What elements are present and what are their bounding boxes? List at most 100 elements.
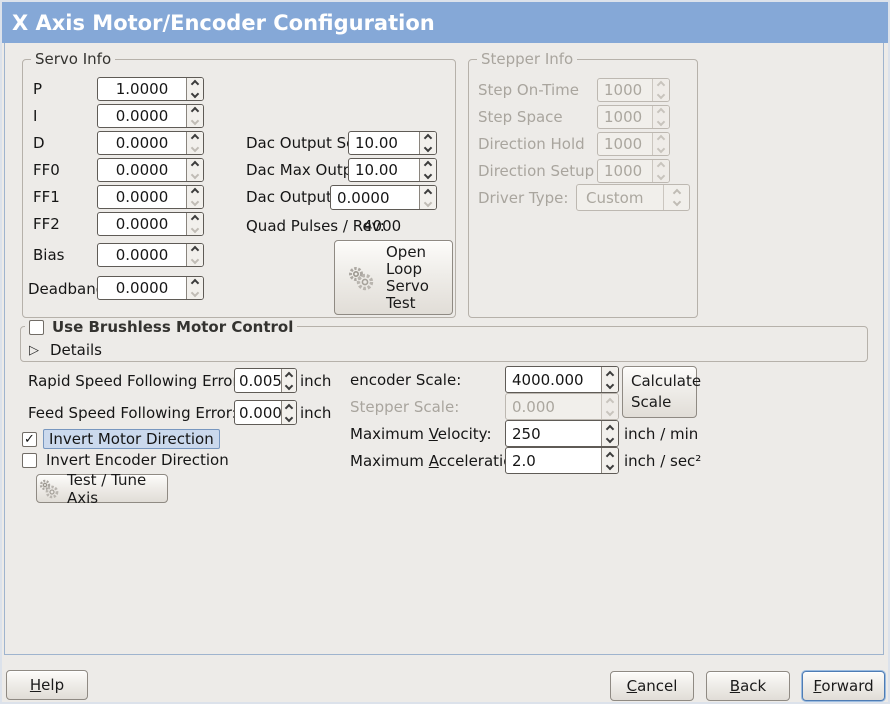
ff1-spin-arrows[interactable] bbox=[186, 186, 203, 208]
invert-encoder-checkbox[interactable] bbox=[22, 453, 37, 468]
rapid-following-error-spinbox[interactable]: 0.0050 bbox=[234, 368, 297, 393]
maximum-acceleration-value[interactable]: 2.0 bbox=[512, 451, 536, 470]
servo-info-frame: Servo Info bbox=[22, 50, 456, 318]
spin-down-icon[interactable] bbox=[190, 116, 200, 126]
label-mnemonic: H bbox=[29, 676, 42, 694]
invert-motor-label[interactable]: Invert Motor Direction bbox=[43, 429, 220, 449]
spin-down-icon[interactable] bbox=[423, 198, 433, 207]
spin-arrows[interactable] bbox=[281, 369, 296, 392]
spin-down-icon[interactable] bbox=[605, 380, 615, 389]
deadband-spin-arrows[interactable] bbox=[186, 277, 203, 299]
test-tune-axis-button[interactable]: Test / Tune Axis bbox=[36, 471, 168, 507]
use-brushless-checkbox[interactable] bbox=[29, 320, 44, 335]
cancel-button[interactable]: Cancel bbox=[610, 671, 694, 701]
i-spinbox[interactable]: 0.0000 bbox=[97, 104, 204, 128]
spin-down-icon[interactable] bbox=[190, 143, 200, 153]
i-value[interactable]: 0.0000 bbox=[115, 107, 169, 125]
dac-output-offset-spinbox[interactable]: 0.0000 bbox=[330, 185, 437, 210]
spin-up-icon[interactable] bbox=[605, 451, 615, 460]
details-expander[interactable]: ▷ Details bbox=[29, 341, 102, 359]
back-button[interactable]: Back bbox=[706, 671, 790, 701]
p-spin-arrows[interactable] bbox=[186, 78, 203, 100]
spin-down-icon[interactable] bbox=[190, 255, 200, 265]
spin-up-icon[interactable] bbox=[190, 278, 200, 288]
spin-down-icon[interactable] bbox=[605, 461, 615, 470]
invert-motor-checkbox[interactable]: ✓ bbox=[22, 431, 37, 447]
gears-icon bbox=[39, 479, 59, 498]
spin-up-icon[interactable] bbox=[423, 160, 433, 170]
open-loop-servo-test-button[interactable]: Open Loop Servo Test bbox=[334, 240, 453, 315]
maximum-acceleration-spinbox[interactable]: 2.0 bbox=[505, 447, 619, 474]
help-button[interactable]: Help bbox=[6, 670, 88, 700]
spin-up-icon[interactable] bbox=[190, 79, 200, 89]
spin-down-icon[interactable] bbox=[190, 224, 200, 234]
spin-down-icon[interactable] bbox=[190, 197, 200, 207]
feed-following-error-value[interactable]: 0.0005 bbox=[239, 403, 281, 422]
spin-up-icon[interactable] bbox=[190, 160, 200, 170]
spin-down-icon[interactable] bbox=[423, 143, 433, 153]
encoder-scale-spinbox[interactable]: 4000.000 bbox=[505, 366, 619, 393]
calculate-scale-button[interactable]: Calculate Scale bbox=[622, 366, 701, 418]
spin-up-icon[interactable] bbox=[423, 188, 433, 197]
ff2-spinbox[interactable]: 0.0000 bbox=[97, 212, 204, 236]
encoder-scale-value[interactable]: 4000.000 bbox=[512, 370, 584, 389]
spin-up-icon[interactable] bbox=[284, 371, 294, 380]
p-value[interactable]: 1.0000 bbox=[115, 80, 169, 98]
spin-arrows[interactable] bbox=[281, 401, 296, 424]
spin-arrows[interactable] bbox=[601, 448, 618, 473]
spin-up-icon[interactable] bbox=[190, 187, 200, 197]
forward-button[interactable]: Forward bbox=[802, 671, 885, 701]
expander-arrow-icon[interactable]: ▷ bbox=[29, 342, 39, 358]
dac-output-scale-value[interactable]: 10.00 bbox=[355, 134, 398, 152]
spin-up-icon[interactable] bbox=[605, 424, 615, 433]
spin-down-icon[interactable] bbox=[284, 413, 294, 422]
spin-down-icon[interactable] bbox=[284, 381, 294, 390]
maximum-velocity-spinbox[interactable]: 250 bbox=[505, 420, 619, 447]
bias-value[interactable]: 0.0000 bbox=[115, 246, 169, 264]
spin-down-icon[interactable] bbox=[190, 288, 200, 298]
d-spinbox[interactable]: 0.0000 bbox=[97, 131, 204, 155]
i-spin-arrows[interactable] bbox=[186, 105, 203, 127]
dac-max-output-spinbox[interactable]: 10.00 bbox=[348, 158, 437, 182]
spin-up-icon[interactable] bbox=[423, 133, 433, 143]
bias-spin-arrows[interactable] bbox=[186, 244, 203, 266]
invert-motor-direction-row[interactable]: ✓ Invert Motor Direction bbox=[22, 429, 220, 449]
spin-up-icon[interactable] bbox=[605, 370, 615, 379]
dac-output-scale-spinbox[interactable]: 10.00 bbox=[348, 131, 437, 155]
deadband-spinbox[interactable]: 0.0000 bbox=[97, 276, 204, 300]
maximum-velocity-value[interactable]: 250 bbox=[512, 424, 541, 443]
ff0-label: FF0 bbox=[33, 161, 60, 179]
spin-down-icon[interactable] bbox=[423, 170, 433, 180]
dac-offset-spin-arrows[interactable] bbox=[419, 186, 436, 209]
ff1-spinbox[interactable]: 0.0000 bbox=[97, 185, 204, 209]
p-spinbox[interactable]: 1.0000 bbox=[97, 77, 204, 101]
bias-spinbox[interactable]: 0.0000 bbox=[97, 243, 204, 267]
spin-up-icon[interactable] bbox=[190, 106, 200, 116]
dac-max-spin-arrows[interactable] bbox=[419, 159, 436, 181]
dac-output-offset-value[interactable]: 0.0000 bbox=[337, 188, 390, 207]
spin-down-icon[interactable] bbox=[190, 170, 200, 180]
ff2-value[interactable]: 0.0000 bbox=[115, 215, 169, 233]
ff0-spin-arrows[interactable] bbox=[186, 159, 203, 181]
spin-up-icon[interactable] bbox=[190, 133, 200, 143]
feed-following-error-spinbox[interactable]: 0.0005 bbox=[234, 400, 297, 425]
invert-encoder-direction-row[interactable]: Invert Encoder Direction bbox=[22, 452, 229, 469]
spin-up-icon[interactable] bbox=[190, 245, 200, 255]
spin-up-icon[interactable] bbox=[284, 403, 294, 412]
spin-arrows[interactable] bbox=[601, 421, 618, 446]
ff1-value[interactable]: 0.0000 bbox=[115, 188, 169, 206]
ff2-spin-arrows[interactable] bbox=[186, 213, 203, 235]
deadband-value[interactable]: 0.0000 bbox=[115, 279, 169, 297]
invert-encoder-label[interactable]: Invert Encoder Direction bbox=[46, 451, 229, 469]
ff0-value[interactable]: 0.0000 bbox=[115, 161, 169, 179]
spin-up-icon[interactable] bbox=[190, 214, 200, 224]
ff0-spinbox[interactable]: 0.0000 bbox=[97, 158, 204, 182]
dac-scale-spin-arrows[interactable] bbox=[419, 132, 436, 154]
spin-down-icon[interactable] bbox=[190, 89, 200, 99]
rapid-following-error-value[interactable]: 0.0050 bbox=[239, 371, 281, 390]
spin-arrows[interactable] bbox=[601, 367, 618, 392]
dac-max-output-value[interactable]: 10.00 bbox=[355, 161, 398, 179]
spin-down-icon[interactable] bbox=[605, 434, 615, 443]
d-spin-arrows[interactable] bbox=[186, 132, 203, 154]
d-value[interactable]: 0.0000 bbox=[115, 134, 169, 152]
